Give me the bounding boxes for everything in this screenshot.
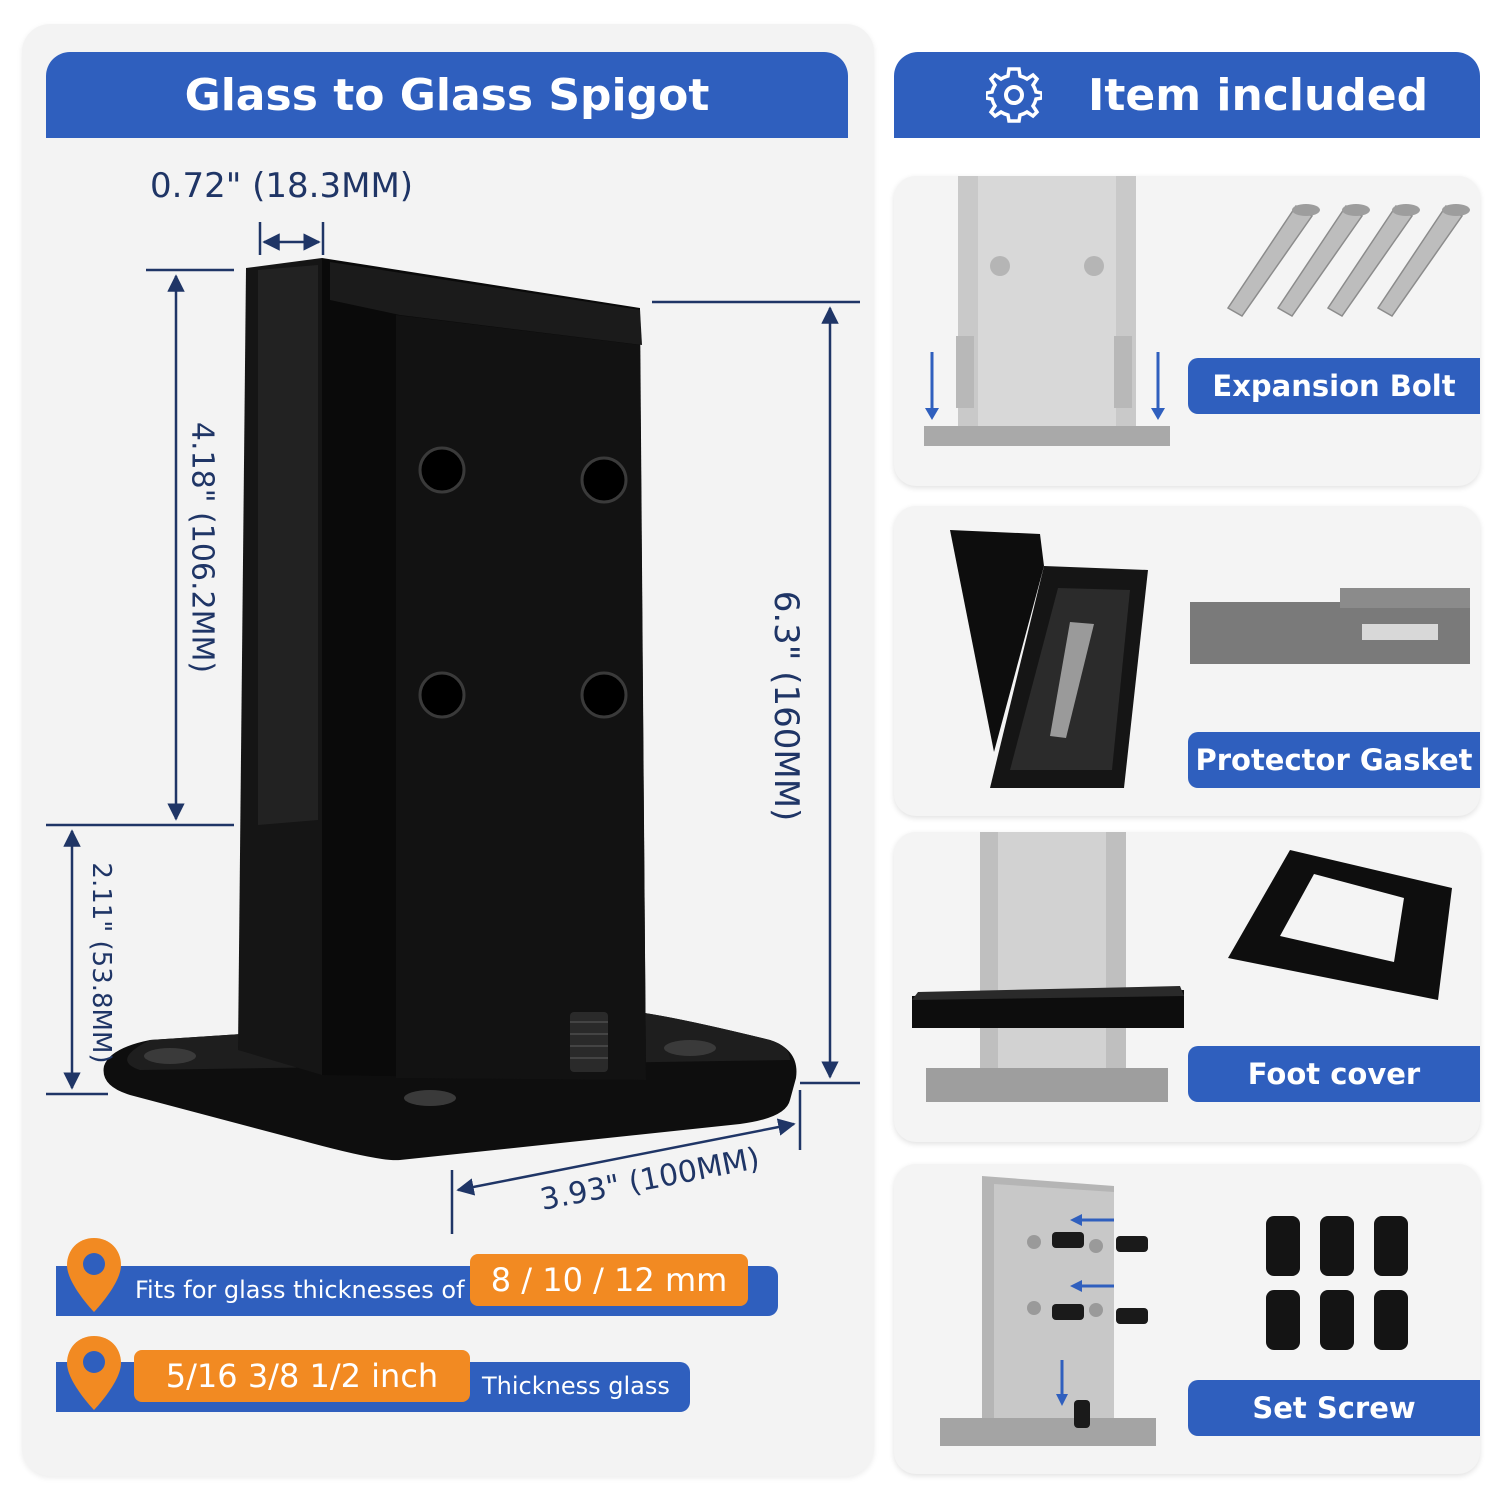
protector-gasket-label: Protector Gasket xyxy=(1188,732,1480,788)
spigot-title: Glass to Glass Spigot xyxy=(184,69,710,121)
fit-metric-value: 8 / 10 / 12 mm xyxy=(470,1254,748,1306)
items-included-banner: Item included xyxy=(894,52,1480,138)
spigot-title-banner: Glass to Glass Spigot xyxy=(46,52,848,138)
protector-gasket-illustration xyxy=(950,530,1470,788)
item-card-set-screw: Set Screw xyxy=(894,1164,1480,1474)
items-included-title: Item included xyxy=(1088,70,1429,121)
expansion-bolt-illustration xyxy=(924,176,1470,446)
item-card-expansion-bolt: Expansion Bolt xyxy=(894,176,1480,486)
fit-imperial-value: 5/16 3/8 1/2 inch xyxy=(134,1350,470,1402)
spigot-illustration xyxy=(46,222,860,1234)
fit-metric-label: Fits for glass thicknesses of xyxy=(135,1276,465,1304)
gear-icon xyxy=(986,67,1042,123)
foot-cover-label: Foot cover xyxy=(1188,1046,1480,1102)
spigot-body xyxy=(238,258,646,1080)
set-screw-label: Set Screw xyxy=(1188,1380,1480,1436)
foot-cover-illustration xyxy=(912,832,1452,1102)
slot-height-dimension: 4.18" (106.2MM) xyxy=(184,421,220,674)
base-height-dimension: 2.11" (53.8MM) xyxy=(86,862,116,1064)
expansion-bolt-label: Expansion Bolt xyxy=(1188,358,1480,414)
total-height-dimension: 6.3" (160MM) xyxy=(766,590,806,822)
slot-width-dimension: 0.72" (18.3MM) xyxy=(150,166,414,206)
location-pin-icon xyxy=(67,1336,121,1410)
fit-imperial-label: Thickness glass xyxy=(482,1372,670,1400)
item-card-foot-cover: Foot cover xyxy=(894,832,1480,1142)
location-pin-icon xyxy=(67,1238,121,1312)
dimension-lines xyxy=(46,222,860,1234)
set-screw-illustration xyxy=(940,1176,1408,1446)
item-card-protector-gasket: Protector Gasket xyxy=(894,506,1480,816)
